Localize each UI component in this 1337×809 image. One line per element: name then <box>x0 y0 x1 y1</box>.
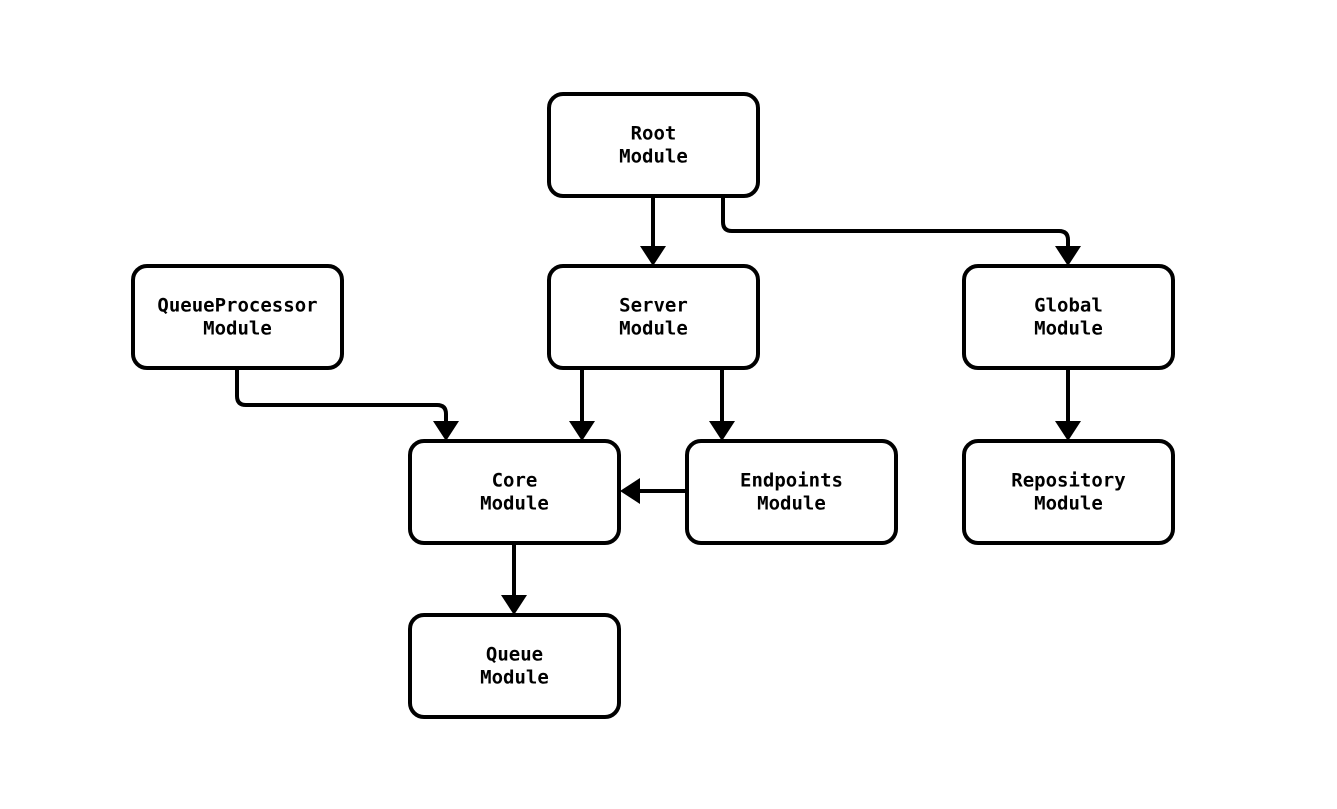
core-module-label-line1: Core <box>492 470 538 492</box>
core-module-box[interactable] <box>408 439 621 545</box>
edge-core-to-queue <box>501 543 527 615</box>
edge-queueprocessor-to-core-arrowhead-icon <box>433 421 459 441</box>
edge-queueprocessor-to-core <box>235 368 459 441</box>
edge-root-to-global <box>721 196 1081 266</box>
repository-module-label-line2: Module <box>1034 493 1103 515</box>
queue-module-label-line1: Queue <box>486 644 543 666</box>
edge-global-to-repository <box>1055 368 1081 441</box>
edge-server-to-core <box>569 368 595 441</box>
repository-module-label-line1: Repository <box>1011 470 1125 492</box>
queue-module-label-line2: Module <box>480 667 549 689</box>
endpoints-module-label-line2: Module <box>757 493 826 515</box>
nodes-layer: RootModuleQueueProcessorModuleServerModu… <box>131 92 1175 719</box>
endpoints-module-box[interactable] <box>685 439 898 545</box>
queueprocessor-module-box[interactable] <box>131 264 344 370</box>
queueprocessor-module-label-line1: QueueProcessor <box>157 295 317 317</box>
root-module-label-line2: Module <box>619 146 688 168</box>
queue-module-box[interactable] <box>408 613 621 719</box>
edge-queueprocessor-to-core-line <box>235 368 448 422</box>
repository-module-box[interactable] <box>962 439 1175 545</box>
edge-global-to-repository-arrowhead-icon <box>1055 421 1081 441</box>
edge-server-to-core-arrowhead-icon <box>569 421 595 441</box>
core-module-label-line2: Module <box>480 493 549 515</box>
edge-root-to-server-arrowhead-icon <box>640 246 666 266</box>
global-module-label-line1: Global <box>1034 295 1103 317</box>
global-module-box[interactable] <box>962 264 1175 370</box>
server-module-box[interactable] <box>547 264 760 370</box>
server-module-label-line2: Module <box>619 318 688 340</box>
root-module-box[interactable] <box>547 92 760 198</box>
edge-core-to-queue-arrowhead-icon <box>501 595 527 615</box>
server-module-label-line1: Server <box>619 295 688 317</box>
endpoints-module-label-line1: Endpoints <box>740 470 843 492</box>
global-module-label-line2: Module <box>1034 318 1103 340</box>
queueprocessor-module-label-line2: Module <box>203 318 272 340</box>
edge-endpoints-to-core-arrowhead-icon <box>620 478 640 504</box>
edge-root-to-global-arrowhead-icon <box>1055 246 1081 266</box>
edge-server-to-endpoints <box>709 368 735 441</box>
edge-server-to-endpoints-arrowhead-icon <box>709 421 735 441</box>
edges-layer <box>235 196 1081 615</box>
edge-root-to-global-line <box>721 196 1070 247</box>
edge-endpoints-to-core <box>620 478 687 504</box>
root-module-label-line1: Root <box>631 123 677 145</box>
edge-root-to-server <box>640 196 666 266</box>
